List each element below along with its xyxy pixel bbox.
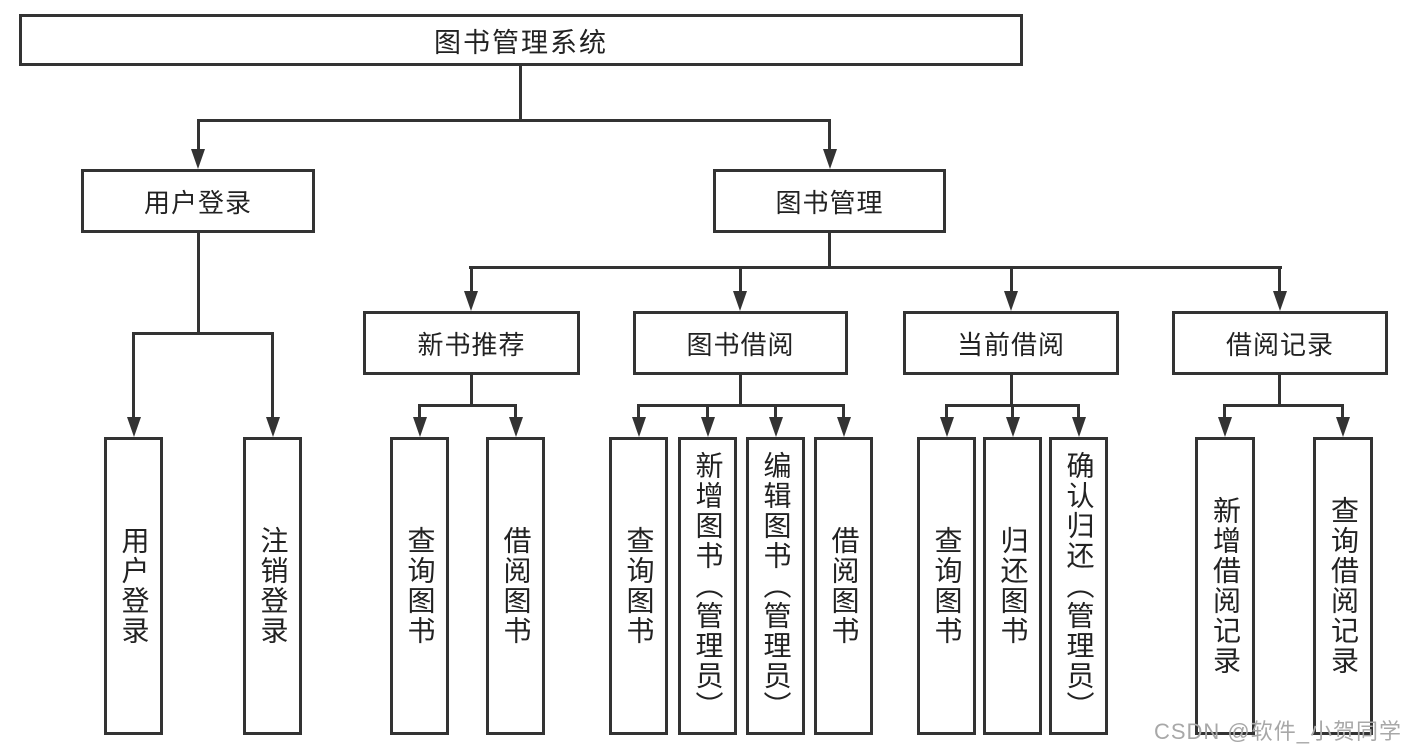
leaf-label: 查询借阅记录 bbox=[1328, 496, 1359, 676]
arrowhead-leaf bbox=[1336, 417, 1350, 437]
leaf-edit-books-admin: 编辑图书（管理员） bbox=[746, 437, 805, 735]
node-label: 当前借阅 bbox=[956, 329, 1065, 360]
node-book-management: 图书管理 bbox=[713, 169, 946, 233]
arrowhead-login-leaf1 bbox=[127, 417, 141, 437]
connector-drop-leaf bbox=[706, 404, 709, 418]
arrowhead-new-book bbox=[464, 291, 478, 311]
leaf-logout: 注销登录 bbox=[243, 437, 302, 735]
connector-user-login-stub bbox=[197, 233, 200, 335]
leaf-label: 查询图书 bbox=[404, 526, 436, 646]
connector-drop-leaf bbox=[1341, 404, 1344, 418]
leaf-label: 查询图书 bbox=[623, 526, 655, 646]
arrowhead-user-login bbox=[191, 149, 205, 169]
connector-drop-leaf bbox=[1223, 404, 1226, 418]
connector-user-login-rail bbox=[132, 332, 274, 335]
arrowhead-leaf bbox=[1072, 417, 1086, 437]
arrowhead-borrowing-records bbox=[1273, 291, 1287, 311]
connector-level1-rail bbox=[197, 119, 831, 122]
connector-current-borrowing-stub bbox=[1010, 375, 1013, 407]
arrowhead-book-borrowing bbox=[733, 291, 747, 311]
connector-drop-login-leaf2 bbox=[271, 332, 274, 418]
arrowhead-leaf bbox=[413, 417, 427, 437]
leaf-label: 用户登录 bbox=[118, 526, 150, 646]
arrowhead-login-leaf2 bbox=[266, 417, 280, 437]
connector-drop-current-borrowing bbox=[1010, 266, 1013, 292]
connector-drop-leaf bbox=[514, 404, 517, 418]
node-label: 图书借阅 bbox=[686, 329, 795, 360]
arrowhead-leaf bbox=[509, 417, 523, 437]
leaf-label: 查询图书 bbox=[931, 526, 963, 646]
leaf-label: 归还图书 bbox=[997, 526, 1029, 646]
connector-drop-borrowing-records bbox=[1278, 266, 1281, 292]
connector-drop-user-login bbox=[197, 119, 200, 153]
connector-new-book-stub bbox=[470, 375, 473, 407]
node-label: 借阅记录 bbox=[1225, 329, 1334, 360]
connector-book-management-stub bbox=[828, 233, 831, 269]
node-label: 图书管理系统 bbox=[434, 27, 608, 58]
arrowhead-leaf bbox=[769, 417, 783, 437]
arrowhead-leaf bbox=[1006, 417, 1020, 437]
node-label: 图书管理 bbox=[775, 187, 884, 218]
arrowhead-leaf bbox=[632, 417, 646, 437]
leaf-add-books-admin: 新增图书（管理员） bbox=[678, 437, 737, 735]
connector-root-stub bbox=[519, 66, 522, 122]
arrowhead-leaf bbox=[1218, 417, 1232, 437]
node-label: 用户登录 bbox=[143, 187, 252, 218]
connector-borrowing-records-stub bbox=[1278, 375, 1281, 407]
connector-drop-login-leaf1 bbox=[132, 332, 135, 418]
connector-drop-leaf bbox=[945, 404, 948, 418]
leaf-label: 确认归还（管理员） bbox=[1063, 451, 1095, 721]
connector-drop-leaf bbox=[418, 404, 421, 418]
connector-drop-book-management bbox=[828, 119, 831, 153]
node-library-management-system: 图书管理系统 bbox=[19, 14, 1023, 66]
leaf-add-borrow-record: 新增借阅记录 bbox=[1195, 437, 1255, 735]
connector-level3-rail bbox=[469, 266, 1282, 269]
leaf-borrow-books: 借阅图书 bbox=[486, 437, 545, 735]
node-borrowing-records: 借阅记录 bbox=[1172, 311, 1388, 375]
leaf-query-books: 查询图书 bbox=[609, 437, 668, 735]
arrowhead-book-management bbox=[823, 149, 837, 169]
arrowhead-current-borrowing bbox=[1004, 291, 1018, 311]
leaf-label: 借阅图书 bbox=[500, 526, 532, 646]
arrowhead-leaf bbox=[701, 417, 715, 437]
node-new-book-recommend: 新书推荐 bbox=[363, 311, 580, 375]
connector-drop-book-borrowing bbox=[739, 266, 742, 292]
connector-drop-new-book bbox=[470, 266, 473, 292]
leaf-user-login: 用户登录 bbox=[104, 437, 163, 735]
leaf-label: 新增图书（管理员） bbox=[692, 451, 724, 721]
connector-drop-leaf bbox=[774, 404, 777, 418]
arrowhead-leaf bbox=[837, 417, 851, 437]
leaf-label: 编辑图书（管理员） bbox=[760, 451, 792, 721]
leaf-borrow-books: 借阅图书 bbox=[814, 437, 873, 735]
node-user-login: 用户登录 bbox=[81, 169, 315, 233]
node-label: 新书推荐 bbox=[417, 329, 526, 360]
leaf-query-books: 查询图书 bbox=[917, 437, 976, 735]
arrowhead-leaf bbox=[940, 417, 954, 437]
csdn-watermark: CSDN @软件_小贺同学 bbox=[1153, 719, 1402, 744]
leaf-confirm-return-admin: 确认归还（管理员） bbox=[1049, 437, 1108, 735]
connector-drop-leaf bbox=[637, 404, 640, 418]
connector-new-book-rail bbox=[418, 404, 517, 407]
leaf-label: 借阅图书 bbox=[828, 526, 860, 646]
node-book-borrowing: 图书借阅 bbox=[633, 311, 848, 375]
leaf-query-books: 查询图书 bbox=[390, 437, 449, 735]
connector-borrowing-records-rail bbox=[1223, 404, 1344, 407]
node-current-borrowing: 当前借阅 bbox=[903, 311, 1119, 375]
connector-drop-leaf bbox=[842, 404, 845, 418]
leaf-label: 新增借阅记录 bbox=[1210, 496, 1241, 676]
connector-book-borrowing-rail bbox=[637, 404, 845, 407]
leaf-return-books: 归还图书 bbox=[983, 437, 1042, 735]
leaf-query-borrow-record: 查询借阅记录 bbox=[1313, 437, 1373, 735]
leaf-label: 注销登录 bbox=[257, 526, 289, 646]
connector-book-borrowing-stub bbox=[739, 375, 742, 407]
connector-drop-leaf bbox=[1077, 404, 1080, 418]
connector-drop-leaf bbox=[1011, 404, 1014, 418]
